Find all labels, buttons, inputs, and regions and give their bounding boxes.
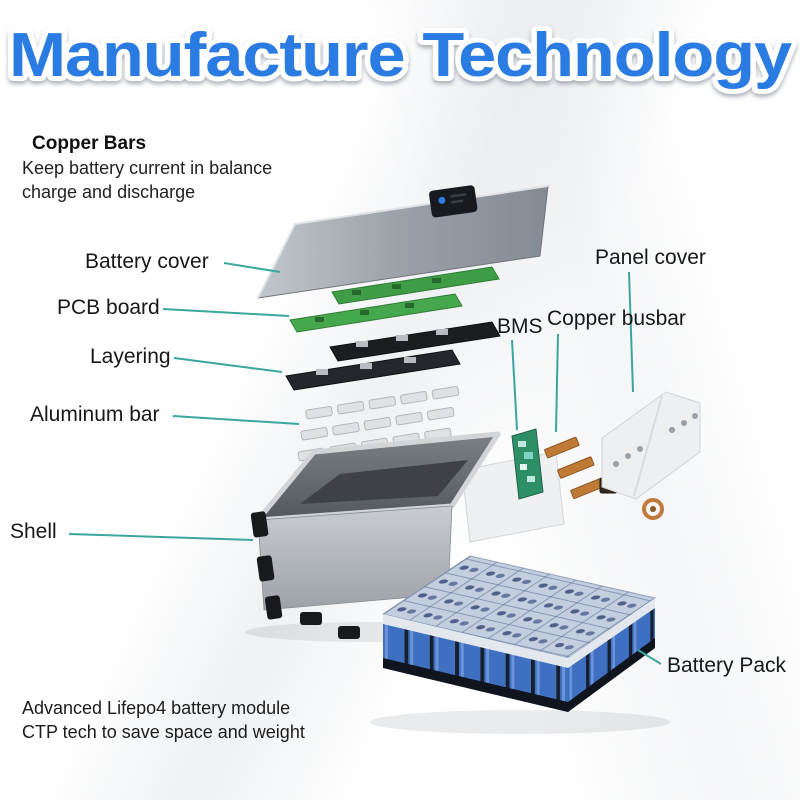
layer-back bbox=[329, 321, 501, 362]
shell-inner-bottom bbox=[300, 460, 468, 504]
pcb-components bbox=[315, 278, 441, 322]
pack-right-cells bbox=[568, 598, 655, 712]
pack-shadow bbox=[370, 710, 670, 734]
aluminum-bars-graphic bbox=[297, 386, 460, 462]
copper-coil-center bbox=[650, 506, 656, 512]
footer-line1: Advanced Lifepo4 battery module bbox=[22, 698, 291, 718]
label-panel-cover: Panel cover bbox=[595, 246, 706, 269]
battery-cover-graphic bbox=[257, 185, 549, 299]
layer-front bbox=[285, 349, 461, 391]
copper-bars-heading: Copper Bars bbox=[32, 133, 147, 154]
label-bms: BMS bbox=[497, 315, 543, 338]
label-pcb-board: PCB board bbox=[57, 296, 160, 319]
label-layering: Layering bbox=[90, 345, 171, 368]
panel-holes bbox=[613, 413, 698, 467]
copper-busbar-leader-line bbox=[555, 333, 559, 433]
label-battery-pack: Battery Pack bbox=[667, 654, 787, 677]
bms-leader-line bbox=[511, 339, 518, 431]
pcb-strip-front bbox=[289, 293, 463, 333]
pack-front-base-strip bbox=[383, 658, 568, 712]
page-title: Manufacture Technology bbox=[9, 21, 793, 90]
footer-line2: CTP tech to save space and weight bbox=[22, 722, 305, 742]
pack-front-cap-strip bbox=[383, 614, 568, 668]
copper-coil bbox=[642, 498, 664, 520]
aluminum-bar-leader-line bbox=[172, 415, 300, 425]
pack-front-cells bbox=[383, 614, 568, 712]
pcb-board-graphic bbox=[289, 266, 500, 333]
label-copper-busbar: Copper busbar bbox=[547, 307, 686, 330]
panel-cover-leader-line bbox=[628, 271, 634, 393]
aluminum-bar bbox=[305, 406, 333, 420]
copper-bars-desc-line2: charge and discharge bbox=[22, 182, 196, 202]
battery-pack-graphic bbox=[370, 555, 670, 734]
battery-cover-leader-line bbox=[223, 262, 281, 273]
leader-lines bbox=[68, 262, 662, 665]
copper-busbar-graphic bbox=[544, 436, 664, 520]
layer-tabs bbox=[316, 329, 448, 375]
layering-graphic bbox=[285, 321, 501, 391]
copper-bars bbox=[544, 436, 608, 500]
pcb-strip-back bbox=[331, 266, 500, 305]
pack-right-base-strip bbox=[568, 638, 655, 712]
cover-display-screen bbox=[429, 185, 478, 218]
pack-top-cells bbox=[383, 556, 655, 658]
bms-graphic bbox=[511, 428, 544, 500]
shell-leader-line bbox=[68, 533, 254, 541]
battery-pack-leader-line bbox=[637, 649, 662, 665]
label-shell: Shell bbox=[10, 520, 57, 543]
bms-components bbox=[518, 441, 535, 482]
shell-clamps bbox=[250, 511, 360, 639]
panel-fold bbox=[633, 395, 663, 497]
pcb-board-leader-line bbox=[162, 308, 290, 317]
panel-sheet bbox=[601, 391, 701, 500]
pack-right-cap-strip bbox=[568, 598, 655, 668]
panel-cover-graphic bbox=[601, 391, 701, 500]
label-aluminum-bar: Aluminum bar bbox=[30, 403, 160, 426]
copper-bars-desc-line1: Keep battery current in balance bbox=[22, 158, 273, 178]
layering-leader-line bbox=[173, 357, 283, 373]
label-battery-cover: Battery cover bbox=[85, 250, 209, 273]
